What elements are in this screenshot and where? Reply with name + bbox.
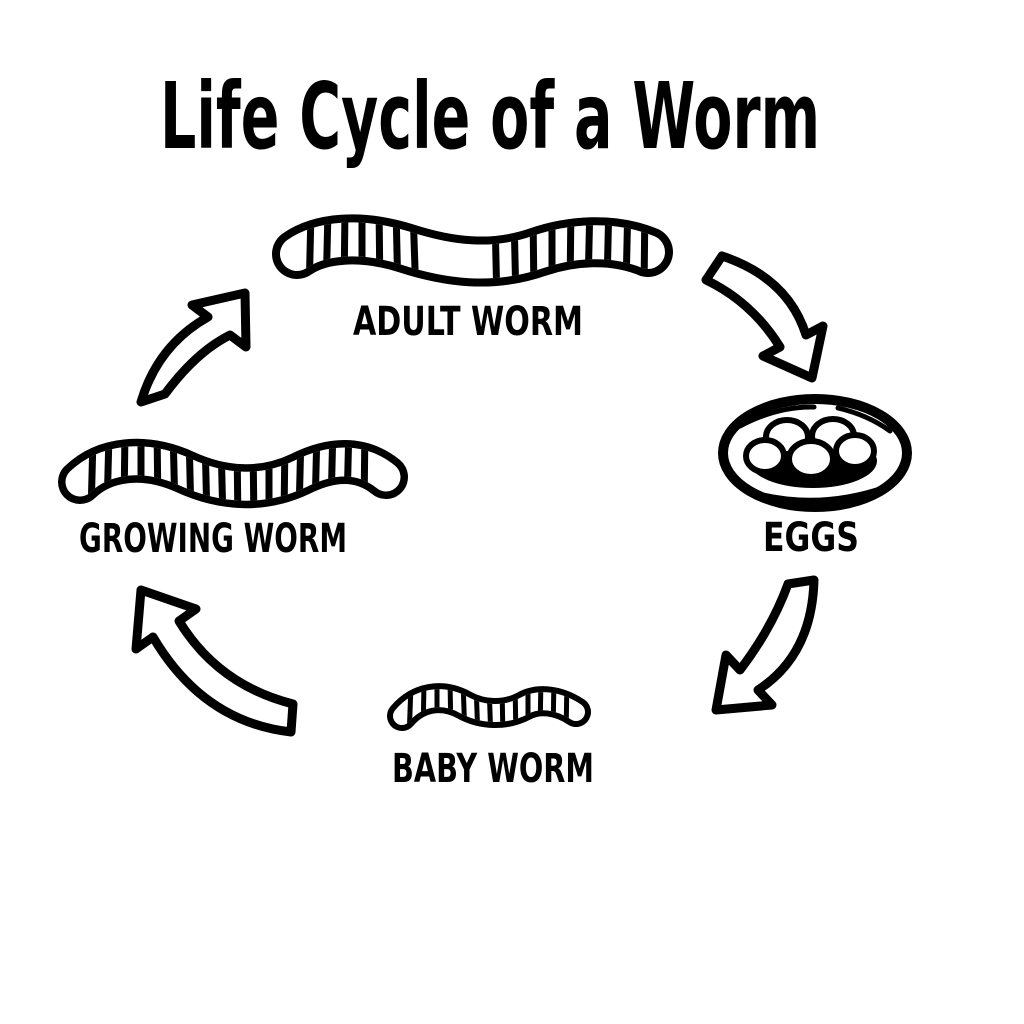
adult-worm-icon (272, 199, 673, 305)
stage-label-baby-worm: BABY WORM (392, 746, 594, 792)
stage-label-eggs: EGGS (763, 515, 859, 561)
eggs-nest-icon (718, 394, 912, 512)
stage-label-adult-worm: ADULT WORM (353, 299, 583, 345)
arrow-growing-worm-to-adult-worm-icon (136, 288, 251, 407)
arrow-eggs-to-baby-worm-icon (711, 575, 819, 715)
diagram-title: Life Cycle of a Worm (160, 63, 820, 170)
baby-worm-icon (387, 676, 591, 742)
stage-label-growing-worm: GROWING WORM (79, 516, 347, 562)
arrow-baby-worm-to-growing-worm-icon (131, 585, 298, 737)
arrow-adult-worm-to-eggs-icon (701, 251, 828, 383)
growing-worm-icon (58, 423, 408, 525)
